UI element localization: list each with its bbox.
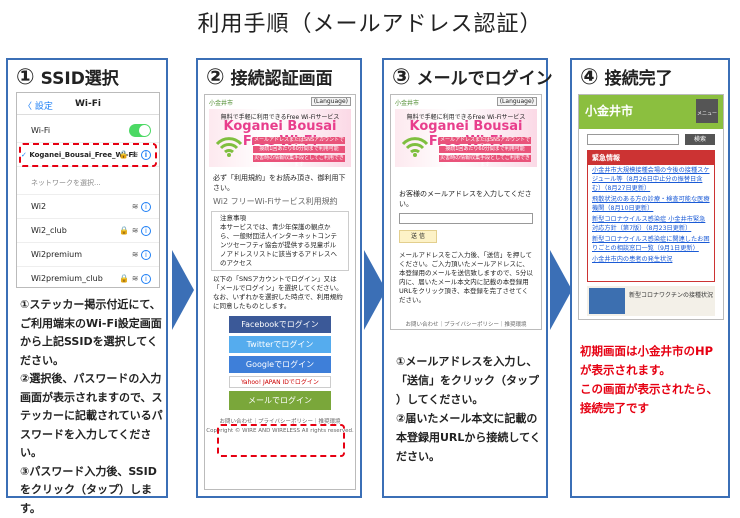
wifi-info-icon: ≋ i bbox=[132, 243, 151, 267]
network-item[interactable]: Wi2_club🔒 ≋ i bbox=[17, 219, 159, 243]
checkmark-icon: ✓ bbox=[21, 151, 30, 159]
network-item[interactable]: Wi2premium_club🔒 ≋ i bbox=[17, 267, 159, 287]
mail-login-screenshot: 小金井市(Language) 無料で手軽に利用できるFree Wi-Fiサービス… bbox=[390, 94, 542, 330]
lock-wifi-info-icon: 🔒 ≋ i bbox=[119, 143, 151, 167]
step-1-instructions: ①ステッカー掲示付近にて、ご利用端末のWi-Fi設定画面から上記SSIDを選択し… bbox=[20, 298, 163, 515]
news-link[interactable]: 小金井市内の患者の発生状況 bbox=[592, 256, 673, 263]
choose-network-label: ネットワークを選択... bbox=[17, 171, 159, 195]
mail-login-button[interactable]: メールでログイン bbox=[229, 391, 331, 410]
arrow-icon bbox=[172, 250, 194, 330]
portal-screenshot: 小金井市 (Language) 無料で手軽に利用できるFree Wi-Fiサービス… bbox=[204, 94, 356, 490]
lock-wifi-info-icon: 🔒 ≋ i bbox=[119, 219, 151, 243]
ssid-label: Koganei_Bousai_Free_Wi-Fi bbox=[29, 151, 136, 159]
back-button[interactable]: 〈 設定 bbox=[23, 102, 53, 112]
copyright: Copyright © WIRE AND WIRELESS All rights… bbox=[206, 428, 354, 434]
step-3-instructions: ①メールアドレスを入力し、「送信」をクリック（タップ）してください。②届いたメー… bbox=[396, 355, 541, 463]
twitter-login-button[interactable]: Twitterでログイン bbox=[229, 336, 331, 353]
nav-title: Wi-Fi bbox=[75, 99, 101, 109]
terms-title: Wi2 フリーWi-Fiサービス利用規約 bbox=[213, 197, 338, 206]
wifi-icon bbox=[401, 137, 429, 157]
wifi-label: Wi-Fi bbox=[31, 126, 51, 135]
koganei-homepage-screenshot: 小金井市 メニュー 検索 緊急情報 小金井市大規模接種会場の今後の接種スケジュー… bbox=[578, 94, 724, 320]
portal-banner: 無料で手軽に利用できるFree Wi-Fiサービス Koganei Bousai… bbox=[209, 109, 351, 168]
emergency-news-box: 緊急情報 小金井市大規模接種会場の今後の接種スケジュール等（8月26日中止分の振… bbox=[587, 150, 715, 282]
koganei-logo[interactable]: 小金井市 bbox=[585, 104, 634, 118]
site-logo: 小金井市 bbox=[209, 100, 234, 107]
news-heading: 緊急情報 bbox=[588, 151, 714, 165]
google-login-button[interactable]: Googleでログイン bbox=[229, 356, 331, 373]
wifi-toggle[interactable] bbox=[129, 124, 151, 137]
step-number: ① bbox=[16, 65, 35, 90]
search-button[interactable]: 検索 bbox=[685, 134, 715, 145]
wifi-icon bbox=[215, 137, 243, 157]
yahoo-login-button[interactable]: Yahoo! JAPAN IDでログイン bbox=[229, 376, 331, 388]
send-button[interactable]: 送 信 bbox=[399, 230, 437, 243]
news-link[interactable]: 新型コロナウイルス感染症に関連したお困りごとの相談窓口一覧（9月1日更新） bbox=[592, 236, 710, 252]
arrow-icon bbox=[550, 250, 572, 330]
arrow-icon bbox=[364, 250, 386, 330]
facebook-login-button[interactable]: Facebookでログイン bbox=[229, 316, 331, 333]
footer-links[interactable]: お問い合わせ｜プライバシーポリシー｜推奨環境 bbox=[219, 419, 341, 425]
email-input[interactable] bbox=[399, 213, 533, 224]
news-link[interactable]: 新型コロナウイルス感染症 小金井市緊急対応方針（第7版）（8月23日更新） bbox=[592, 216, 706, 232]
step-title: SSID選択 bbox=[40, 69, 119, 89]
terms-box[interactable]: 注意事項 本サービスでは、青少年保護の観点から、一般財団法人インターネットコンテ… bbox=[211, 211, 349, 271]
vaccine-banner[interactable]: 新型コロナワクチンの接種状況 bbox=[587, 286, 715, 316]
news-link[interactable]: 小金井市大規模接種会場の今後の接種スケジュール等（8月26日中止分の振替日含む）… bbox=[592, 167, 710, 192]
search-input[interactable] bbox=[587, 134, 679, 145]
network-item[interactable]: Wi2≋ i bbox=[17, 195, 159, 219]
news-link[interactable]: 飛散状況のある方の診療・検査可能な医療機関（8月10日更新） bbox=[592, 196, 710, 212]
menu-button[interactable]: メニュー bbox=[696, 99, 718, 123]
network-item[interactable]: Wi2premium≋ i bbox=[17, 243, 159, 267]
ios-wifi-screenshot: 〈 設定 Wi-Fi Wi-Fi ✓ Koganei_Bousai_Free_W… bbox=[16, 92, 160, 288]
page-title: 利用手順（メールアドレス認証） bbox=[197, 12, 543, 37]
highlight-box bbox=[217, 424, 345, 457]
language-select[interactable]: (Language) bbox=[310, 97, 351, 106]
vaccine-image bbox=[589, 288, 625, 314]
highlight-box bbox=[19, 143, 157, 167]
lock-wifi-info-icon: 🔒 ≋ i bbox=[119, 267, 151, 287]
email-prompt: お客様のメールアドレスを入力してください。 bbox=[399, 190, 532, 208]
wifi-info-icon: ≋ i bbox=[132, 195, 151, 219]
